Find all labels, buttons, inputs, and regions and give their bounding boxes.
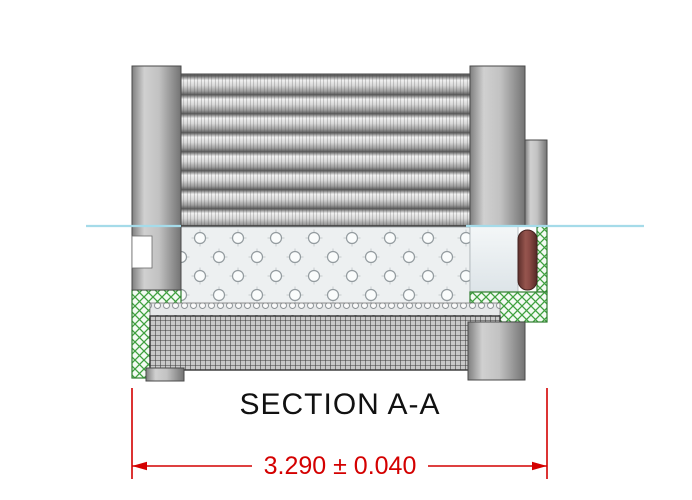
dimension-text: 3.290 ± 0.040 xyxy=(264,452,417,480)
end-cap-left-foot xyxy=(145,367,185,382)
end-caps xyxy=(131,65,548,382)
end-cap-hub xyxy=(469,225,519,293)
end-cap-right xyxy=(469,65,526,227)
dimension-arrow-right xyxy=(532,461,547,471)
wire-mesh-band xyxy=(149,315,501,371)
perforated-sheet-row xyxy=(149,302,501,317)
end-cap-right-foot xyxy=(467,321,526,381)
end-cap-left-notch xyxy=(131,235,153,269)
dimension-arrow-left xyxy=(132,461,147,471)
dimension-callout: 3.290 ± 0.040 xyxy=(131,388,548,480)
o-ring-seal xyxy=(517,229,538,291)
section-label: SECTION A-A xyxy=(239,388,440,421)
pleated-filter-media xyxy=(180,73,471,227)
perforated-core-tube xyxy=(180,226,471,305)
hatch-right-strip xyxy=(536,225,548,293)
end-cap-right-fitting xyxy=(524,139,548,227)
